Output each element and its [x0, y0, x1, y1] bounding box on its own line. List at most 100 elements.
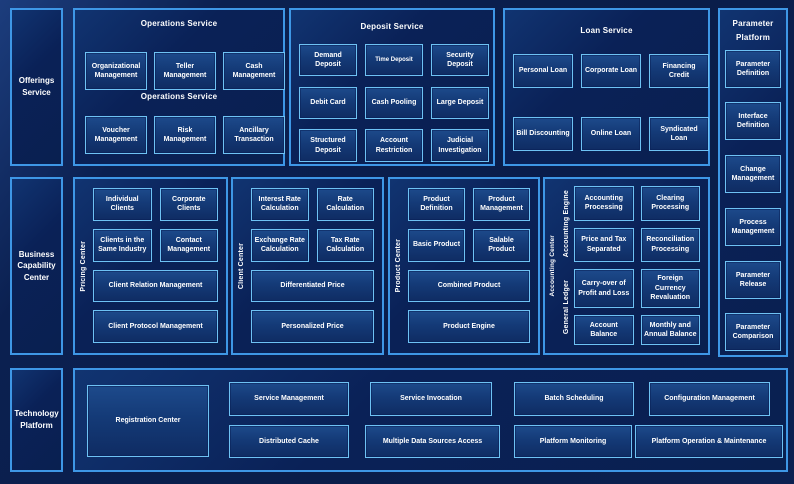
node-client-relation-management: Client Relation Management [93, 269, 218, 303]
node-cash-pooling: Cash Pooling [365, 87, 423, 119]
node-interface-definition: Interface Definition [725, 102, 781, 140]
technology-platform-label: Technology Platform [10, 368, 63, 472]
loan-service-title: Loan Service [580, 26, 633, 35]
node-change-management: Change Management [725, 155, 781, 193]
node-online-loan: Online Loan [581, 117, 641, 151]
product-center-strip: Product Center [390, 179, 406, 353]
node-parameter-definition: Parameter Definition [725, 50, 781, 88]
node-salable-product: Salable Product [473, 228, 530, 262]
client-center-strip: Client Center [233, 179, 249, 353]
client-row-2: Exchange Rate Calculation Tax Rate Calcu… [251, 228, 374, 262]
pricing-center-vlabel: Pricing Center [79, 240, 87, 292]
pricing-center-content: Individual Clients Corporate Clients Cli… [91, 179, 226, 353]
node-voucher-management: Voucher Management [85, 116, 147, 154]
client-row-1: Interest Rate Calculation Rate Calculati… [251, 188, 374, 221]
product-row-4: Product Engine [408, 310, 530, 343]
accounting-engine-group: Accounting Engine Accounting Processing … [559, 186, 700, 262]
accounting-center-content: Accounting Engine Accounting Processing … [559, 179, 708, 353]
node-personalized-price: Personalized Price [251, 310, 374, 343]
client-center-vlabel: Client Center [237, 242, 245, 290]
node-parameter-release: Parameter Release [725, 261, 781, 299]
business-capability-center-label: Business Capability Center [10, 177, 63, 355]
node-contact-management: Contact Management [159, 228, 218, 262]
node-product-definition: Product Definition [408, 188, 465, 221]
node-platform-operation-maintenance: Platform Operation & Maintenance [635, 425, 783, 458]
node-ancillary-transaction: Ancillary Transaction [223, 116, 285, 154]
node-exchange-rate-calculation: Exchange Rate Calculation [251, 228, 309, 262]
node-monthly-annual-balance: Monthly and Annual Balance [640, 315, 700, 345]
node-interest-rate-calculation: Interest Rate Calculation [251, 188, 309, 221]
node-clients-same-industry: Clients in the Same Industry [93, 228, 152, 262]
loan-service-section: Loan Service Personal Loan Corporate Loa… [503, 8, 710, 166]
node-clearing-processing: Clearing Processing [640, 186, 700, 221]
node-demand-deposit: Demand Deposit [299, 44, 357, 76]
operations-service-section: Operations Service Organizational Manage… [73, 8, 285, 166]
client-center-panel: Client Center Interest Rate Calculation … [231, 177, 384, 355]
deposit-service-section: Deposit Service Demand Deposit Time Depo… [289, 8, 495, 166]
parameter-platform-section: Parameter Platform Parameter Definition … [718, 8, 788, 357]
node-combined-product: Combined Product [408, 269, 530, 303]
accounting-engine-grid: Accounting Processing Clearing Processin… [574, 186, 700, 262]
node-service-management: Service Management [229, 382, 349, 416]
node-structured-deposit: Structured Deposit [299, 129, 357, 162]
node-individual-clients: Individual Clients [93, 188, 152, 221]
deposit-service-title: Deposit Service [360, 22, 424, 31]
node-syndicated-loan: Syndicated Loan [649, 117, 709, 151]
node-accounting-processing: Accounting Processing [574, 186, 634, 221]
operations-service-mid-label: Operations Service [140, 92, 218, 101]
node-service-invocation: Service Invocation [370, 382, 492, 416]
node-product-management: Product Management [473, 188, 530, 221]
parameter-platform-title: Parameter Platform [732, 19, 774, 43]
node-batch-scheduling: Batch Scheduling [514, 382, 634, 416]
node-platform-monitoring: Platform Monitoring [514, 425, 632, 458]
node-bill-discounting: Bill Discounting [513, 117, 573, 151]
node-cash-management: Cash Management [223, 52, 285, 90]
product-center-content: Product Definition Product Management Ba… [406, 179, 538, 353]
accounting-center-strip: Accounting Center [545, 179, 559, 353]
node-corporate-loan: Corporate Loan [581, 54, 641, 88]
pricing-row-3: Client Relation Management [93, 269, 218, 303]
node-judicial-investigation: Judicial Investigation [431, 129, 489, 162]
node-distributed-cache: Distributed Cache [229, 425, 349, 458]
accounting-engine-strip: Accounting Engine [559, 186, 574, 262]
general-ledger-grid: Carry-over of Profit and Loss Foreign Cu… [574, 269, 700, 345]
node-basic-product: Basic Product [408, 228, 465, 262]
node-product-engine: Product Engine [408, 310, 530, 343]
accounting-center-vlabel: Accounting Center [548, 235, 556, 297]
node-rate-calculation: Rate Calculation [316, 188, 374, 221]
node-teller-management: Teller Management [154, 52, 216, 90]
product-center-panel: Product Center Product Definition Produc… [388, 177, 540, 355]
operations-service-title: Operations Service [140, 19, 218, 28]
pricing-row-1: Individual Clients Corporate Clients [93, 188, 218, 221]
node-foreign-currency-revaluation: Foreign Currency Revaluation [640, 269, 700, 309]
node-multiple-data-sources-access: Multiple Data Sources Access [365, 425, 500, 458]
node-large-deposit: Large Deposit [431, 87, 489, 119]
product-center-vlabel: Product Center [394, 239, 402, 293]
node-corporate-clients: Corporate Clients [159, 188, 218, 221]
node-configuration-management: Configuration Management [649, 382, 770, 416]
node-carry-over-profit-loss: Carry-over of Profit and Loss [574, 269, 634, 309]
technology-platform-section: Registration Center Service Management S… [73, 368, 788, 472]
node-process-management: Process Management [725, 208, 781, 246]
pricing-row-2: Clients in the Same Industry Contact Man… [93, 228, 218, 262]
client-row-4: Personalized Price [251, 310, 374, 343]
node-client-protocol-management: Client Protocol Management [93, 310, 218, 343]
node-risk-management: Risk Management [154, 116, 216, 154]
node-account-balance: Account Balance [574, 315, 634, 345]
node-price-and-tax-separated: Price and Tax Separated [574, 227, 634, 262]
product-row-3: Combined Product [408, 269, 530, 303]
product-row-1: Product Definition Product Management [408, 188, 530, 221]
offerings-service-label: Offerings Service [10, 8, 63, 166]
node-security-deposit: Security Deposit [431, 44, 489, 76]
node-account-restriction: Account Restriction [365, 129, 423, 162]
client-row-3: Differentiated Price [251, 269, 374, 303]
node-tax-rate-calculation: Tax Rate Calculation [316, 228, 374, 262]
product-row-2: Basic Product Salable Product [408, 228, 530, 262]
pricing-row-4: Client Protocol Management [93, 310, 218, 343]
accounting-center-panel: Accounting Center Accounting Engine Acco… [543, 177, 710, 355]
pricing-center-strip: Pricing Center [75, 179, 91, 353]
client-center-content: Interest Rate Calculation Rate Calculati… [249, 179, 382, 353]
general-ledger-vlabel: General Ledger [563, 279, 570, 335]
node-registration-center: Registration Center [87, 385, 209, 457]
node-personal-loan: Personal Loan [513, 54, 573, 88]
